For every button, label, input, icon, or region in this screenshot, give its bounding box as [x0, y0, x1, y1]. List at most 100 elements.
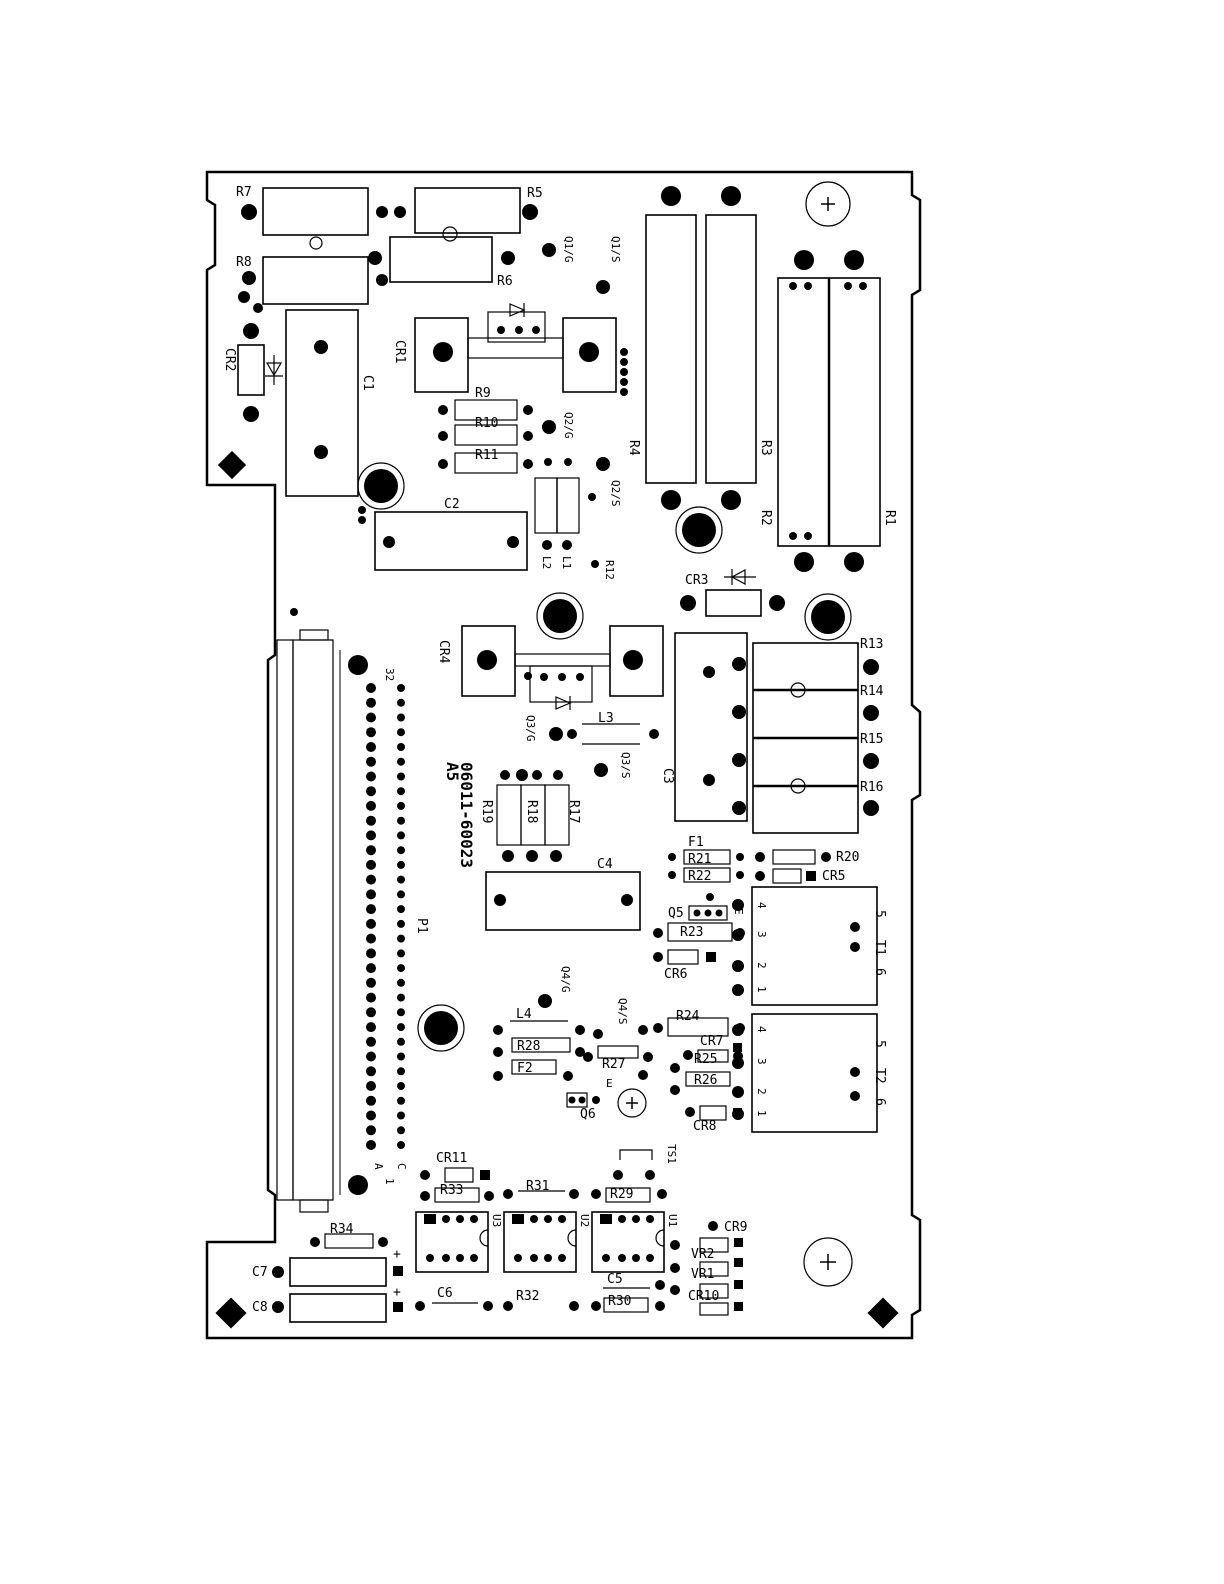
label-c4: C4 [597, 857, 613, 872]
label-r2: R2 [758, 510, 773, 526]
label-q1-s: Q1/S [609, 236, 622, 263]
label-c6: C6 [437, 1286, 453, 1301]
label-q4-s: Q4/S [616, 998, 629, 1025]
label-pin-c: C [395, 1163, 408, 1170]
p1-pin [397, 919, 405, 928]
diode-cr4-bottom [529, 665, 593, 703]
p1-pin [366, 992, 376, 1003]
resistor-r9-body [454, 399, 518, 421]
fiducial-diamond [215, 1297, 247, 1329]
label-r19: R19 [479, 800, 494, 823]
label-c5: C5 [607, 1272, 623, 1287]
resistor-r7-body [262, 187, 369, 236]
p1-pin [366, 977, 376, 988]
label-r27: R27 [602, 1057, 625, 1072]
p1-pin [397, 684, 405, 692]
p1-pin [397, 1037, 405, 1046]
p1-pin [366, 1110, 376, 1121]
label-r11: R11 [475, 448, 498, 463]
label-vr1: VR1 [691, 1267, 714, 1282]
p1-pin [397, 801, 405, 810]
large-plated-hole [536, 592, 584, 640]
p1-pin [397, 1141, 405, 1149]
label-pin-a: A [372, 1163, 385, 1170]
resistor-r17-body [544, 784, 570, 846]
p1-pin [366, 1022, 376, 1033]
label-r13: R13 [860, 637, 883, 652]
resistor-r4-body [645, 214, 697, 484]
label-r15: R15 [860, 732, 883, 747]
p1-pin [366, 800, 376, 811]
label-q3-s: Q3/S [619, 752, 632, 779]
label-c2: C2 [444, 497, 460, 512]
label-q5: Q5 [668, 906, 684, 921]
p1-pin [366, 683, 376, 693]
label-r24: R24 [676, 1009, 700, 1024]
p1-pin [366, 1066, 376, 1077]
capacitor-c3-body [674, 632, 748, 822]
p1-pin [397, 905, 405, 914]
p1-pin [366, 1125, 376, 1136]
label-l1: L1 [560, 556, 573, 569]
p1-pin [366, 918, 376, 929]
label-r34: R34 [330, 1222, 354, 1237]
large-plated-hole [417, 1004, 465, 1052]
c8-plus-marker: + [393, 1285, 401, 1300]
p1-pin [366, 874, 376, 885]
p1-pin [366, 830, 376, 841]
ic-u3 [415, 1211, 489, 1273]
large-plated-hole [675, 506, 723, 554]
label-r8: R8 [236, 255, 252, 270]
label-r17: R17 [566, 800, 581, 823]
ic-u1 [591, 1211, 665, 1273]
label-r31: R31 [526, 1179, 549, 1194]
label-u2: U2 [578, 1214, 591, 1227]
t1-pin-4: 4 [755, 902, 768, 909]
label-cr6: CR6 [664, 967, 687, 982]
label-q4-g: Q4/G [559, 966, 572, 993]
resistor-r10-body [454, 424, 518, 446]
label-r32: R32 [516, 1289, 539, 1304]
label-p1: P1 [414, 918, 429, 934]
p1-pin [397, 757, 405, 766]
label-q5-e: E [732, 908, 745, 915]
label-c8: C8 [252, 1300, 268, 1315]
diode-cr1-top [487, 311, 546, 343]
p1-pin [366, 1095, 376, 1106]
label-r4: R4 [626, 440, 641, 456]
label-r10: R10 [475, 416, 498, 431]
p1-pin [397, 890, 405, 899]
label-cr5: CR5 [822, 869, 845, 884]
t1-pin-1: 1 [755, 986, 768, 993]
label-f1: F1 [688, 835, 704, 850]
resistor-r6-body [389, 236, 493, 283]
label-vr2: VR2 [691, 1247, 714, 1262]
p1-pin [366, 1081, 376, 1091]
p1-pin [366, 963, 376, 974]
p1-pin [366, 904, 376, 915]
label-cr10: CR10 [688, 1289, 719, 1304]
fiducial-diamond [867, 1297, 899, 1329]
label-cr11: CR11 [436, 1151, 467, 1166]
p1-pin [397, 934, 405, 943]
diode-cr3-body [705, 589, 762, 617]
t2-pin-5: 5 [872, 1040, 887, 1048]
label-u3: U3 [490, 1214, 503, 1227]
p1-pin [366, 771, 376, 782]
label-r26: R26 [694, 1073, 717, 1088]
label-q2-g: Q2/G [562, 412, 575, 439]
p1-pin [397, 1023, 405, 1032]
capacitor-c1-body [285, 309, 359, 497]
p1-pin [366, 712, 376, 723]
t1-pin-3: 3 [755, 931, 768, 938]
p1-pin [397, 860, 405, 869]
label-l4: L4 [516, 1007, 532, 1022]
label-r14: R14 [860, 684, 884, 699]
p1-pin [366, 859, 376, 870]
p1-pin [397, 1067, 405, 1076]
label-r7: R7 [236, 185, 252, 200]
p1-pin [397, 816, 405, 825]
mounting-hole [803, 1237, 853, 1287]
label-q3-g: Q3/G [524, 715, 537, 742]
label-r28: R28 [517, 1039, 540, 1054]
